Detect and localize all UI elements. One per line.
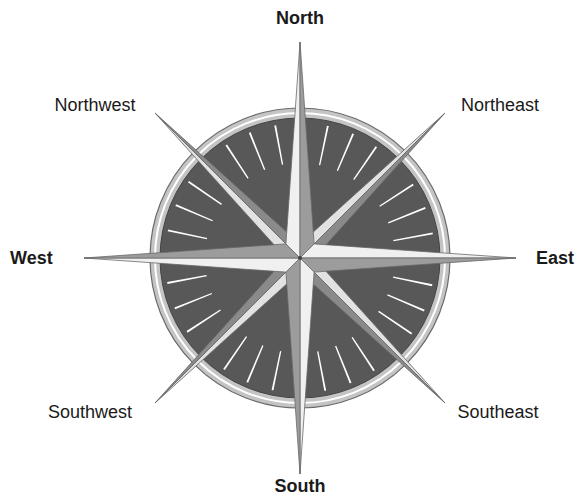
direction-label: Northeast <box>461 95 539 116</box>
direction-label: North <box>276 8 324 29</box>
direction-label: East <box>536 248 574 269</box>
direction-label: Southwest <box>48 402 132 423</box>
direction-label: Southeast <box>457 402 538 423</box>
direction-label: Northwest <box>54 95 135 116</box>
center-pin <box>298 256 302 260</box>
direction-label: West <box>10 248 53 269</box>
cardinal-points <box>84 42 516 474</box>
direction-label: South <box>275 476 326 497</box>
